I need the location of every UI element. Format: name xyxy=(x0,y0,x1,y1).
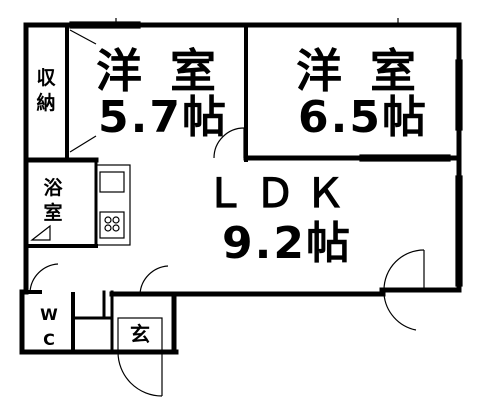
entrance-label: 玄 xyxy=(130,322,150,346)
storage-label: 収納 xyxy=(36,67,56,114)
wc-label: WC xyxy=(40,305,58,349)
bath-label: 浴室 xyxy=(43,177,63,224)
western-room-1-name: 洋 室 xyxy=(96,44,223,98)
thin-lines xyxy=(29,18,463,397)
ldk-label: ＬＤＫ xyxy=(205,171,355,217)
ldk-size: 9.2帖 xyxy=(222,218,352,269)
western-room-1-size: 5.7帖 xyxy=(98,92,228,143)
western-room-2-size: 6.5帖 xyxy=(298,92,428,143)
western-room-2-name: 洋 室 xyxy=(296,44,423,98)
